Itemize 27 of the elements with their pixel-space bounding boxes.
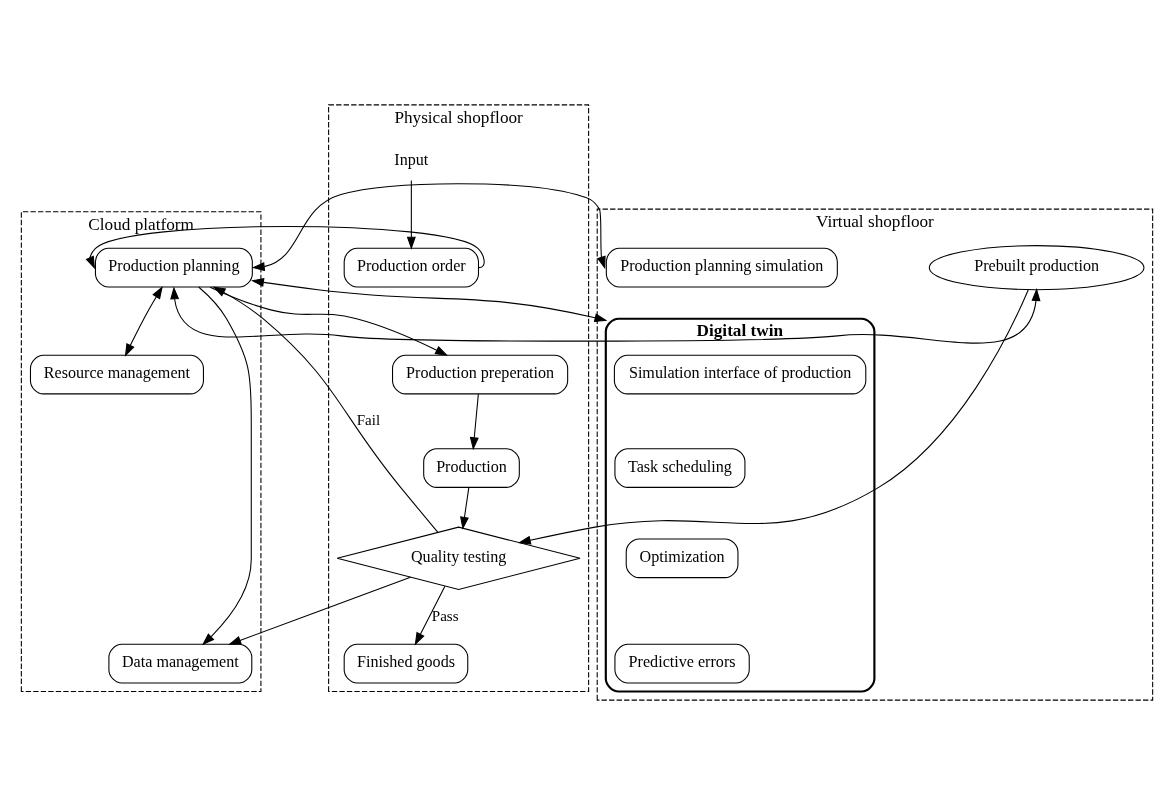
- node-text: Input: [394, 150, 429, 168]
- arrow: [251, 277, 608, 323]
- arrow: [414, 585, 446, 646]
- arrow: [251, 183, 606, 272]
- edge-label: Fail: [356, 412, 381, 429]
- node-box: Production planning: [94, 247, 253, 288]
- arrow: [228, 576, 411, 645]
- node-diamond: Quality testing: [336, 526, 581, 590]
- arrow: [406, 180, 416, 250]
- arrow: [85, 225, 485, 270]
- arrow: [469, 393, 479, 451]
- arrow: [460, 487, 470, 530]
- arrow: [124, 286, 163, 357]
- node-box: Finished goods: [343, 643, 469, 684]
- edge-label: Pass: [431, 607, 459, 624]
- node-box: Resource management: [29, 354, 204, 395]
- node-box: Data management: [108, 643, 253, 684]
- node-box: Optimization: [625, 538, 739, 579]
- node-box: Production preperation: [392, 354, 569, 395]
- arrow: [517, 289, 1029, 545]
- node-box: Predictive errors: [614, 643, 750, 684]
- node-box: Production planning simulation: [605, 247, 838, 288]
- node-box: Production order: [343, 247, 480, 288]
- node-box: Task scheduling: [614, 448, 746, 488]
- node-ellipse: Prebuilt production: [928, 245, 1145, 291]
- node-box: Simulation interface of production: [613, 354, 867, 395]
- node-box: Production: [423, 448, 520, 488]
